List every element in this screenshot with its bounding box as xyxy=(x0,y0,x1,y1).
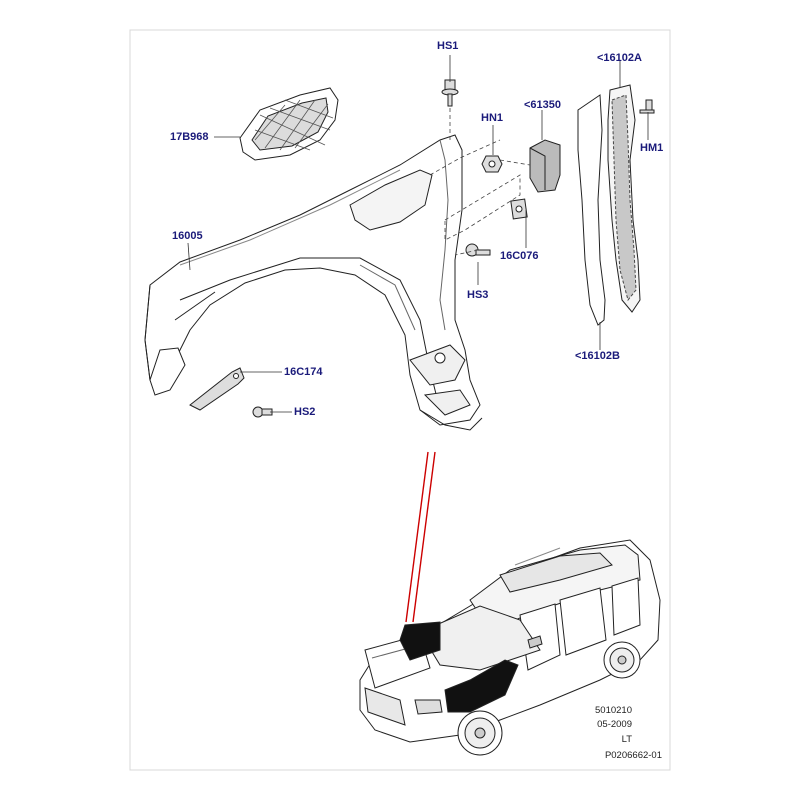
bracket-61350 xyxy=(529,139,561,193)
callout-hs3: HS3 xyxy=(467,289,489,301)
leader-lines xyxy=(187,55,649,413)
callout-16005: 16005 xyxy=(172,230,203,242)
clip-16c076 xyxy=(510,198,528,220)
callout-hn1: HN1 xyxy=(481,112,504,124)
diagram-frame xyxy=(129,29,671,771)
callout-16102a: <16102A xyxy=(597,52,642,64)
diagram-reference: P0206662-01 xyxy=(604,750,662,761)
bolt-hm1 xyxy=(639,99,655,114)
fender-seal xyxy=(577,84,641,326)
callout-61350: <61350 xyxy=(524,99,562,111)
vent-grille xyxy=(239,87,339,161)
diagram-lang: LT xyxy=(621,734,632,745)
callout-hs1: HS1 xyxy=(437,40,459,52)
front-fender xyxy=(144,134,483,431)
diagram-code: 5010210 xyxy=(595,705,632,716)
callout-16102b: <16102B xyxy=(575,350,620,362)
callout-hs2: HS2 xyxy=(294,406,316,418)
callout-16c174: 16C174 xyxy=(284,366,323,378)
red-pointer-lines xyxy=(405,451,436,623)
callout-hm1: HM1 xyxy=(640,142,664,154)
bolt-hs1 xyxy=(441,79,459,107)
nut-hn1 xyxy=(481,155,503,173)
screw-hs2 xyxy=(252,406,273,418)
callout-17b968: 17B968 xyxy=(170,131,209,143)
callout-16c076: 16C076 xyxy=(500,250,539,262)
assembly-lines xyxy=(429,108,531,256)
vehicle-illustration xyxy=(359,539,661,756)
bracket-16c174 xyxy=(189,367,245,411)
diagram-date: 05-2009 xyxy=(597,719,632,730)
